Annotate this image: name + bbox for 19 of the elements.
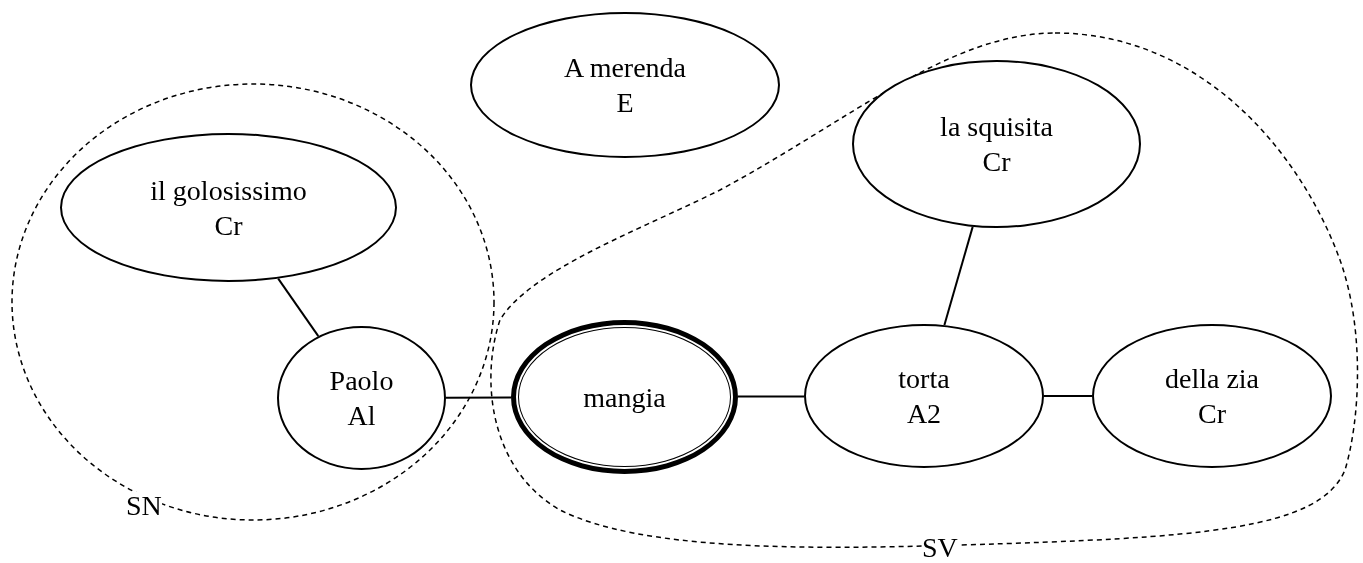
node-label: Cr	[982, 145, 1011, 179]
dashed-region	[10, 82, 498, 524]
node-label: Al	[347, 399, 376, 433]
connector-line	[943, 225, 974, 327]
connector-line	[737, 395, 805, 398]
node-label: della zia	[1164, 362, 1260, 396]
node-label: torta	[898, 362, 950, 396]
node-label: Cr	[1198, 397, 1226, 431]
node-label: mangia	[583, 380, 666, 415]
node-label: A merenda	[563, 51, 687, 85]
node-label: A2	[906, 397, 942, 431]
connector-line	[1043, 395, 1093, 397]
node-label: la squisita	[940, 110, 1053, 144]
connector-line	[277, 277, 320, 338]
connector-line	[445, 396, 512, 399]
node-label: Paolo	[329, 364, 394, 398]
node-label: E	[616, 86, 634, 120]
node-label: Cr	[214, 208, 243, 243]
node-label: il golosissimo	[150, 173, 307, 208]
